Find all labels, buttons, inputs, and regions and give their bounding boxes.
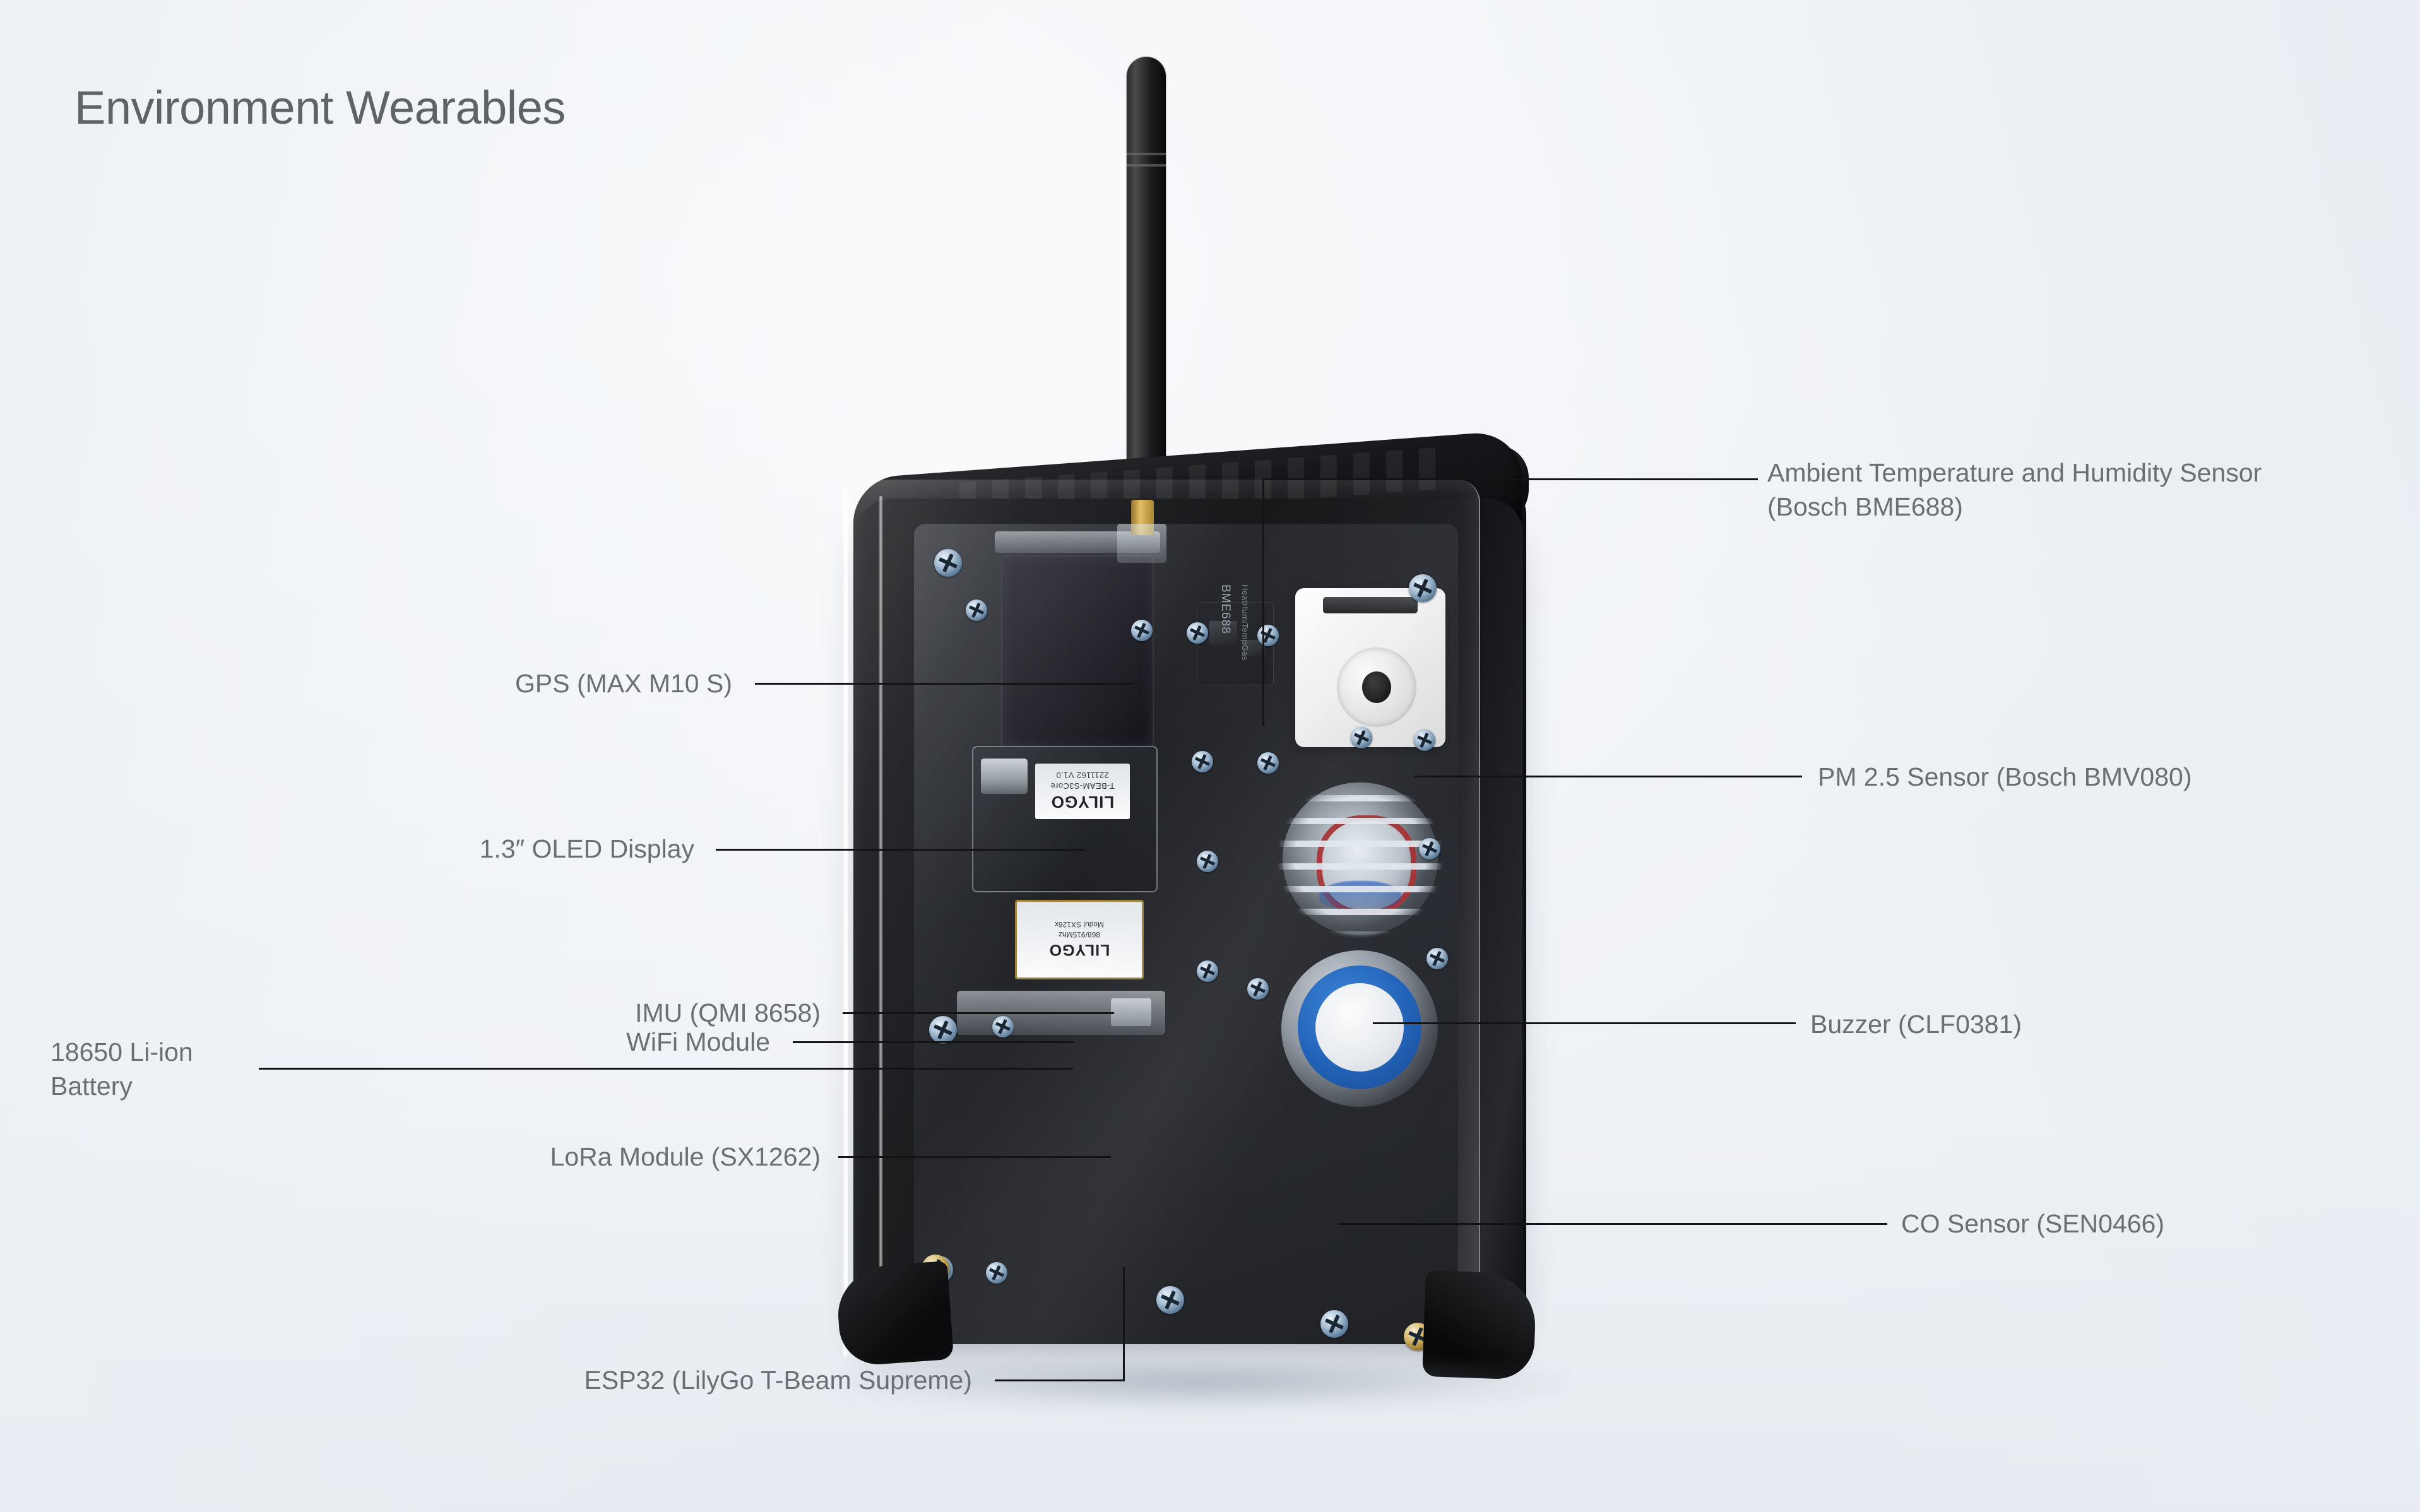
leader-battery xyxy=(259,1068,1073,1070)
leader-pm25 xyxy=(1414,776,1802,777)
usb-c-port xyxy=(981,759,1028,794)
screw-bottom-mid xyxy=(1156,1286,1184,1314)
screw-upper-mid-b xyxy=(1187,622,1208,644)
screw-bottom-left-b xyxy=(992,1016,1014,1037)
callout-label-bme688: Ambient Temperature and Humidity Sensor … xyxy=(1767,458,2262,522)
drop-shadow xyxy=(833,1363,1565,1412)
callout-label-wifi: WiFi Module xyxy=(626,1027,770,1056)
screw-mid-right-b xyxy=(1414,729,1435,751)
screw-bottom-left-inner xyxy=(929,1016,957,1044)
screw-mid-a xyxy=(1192,751,1213,772)
device-photo: LILYGO/915 0/915 BME688 HeatHumiTempGas xyxy=(833,44,1692,1426)
leader-gps xyxy=(755,683,1134,685)
leader-oled xyxy=(716,849,1085,851)
leader-bme688-horizontal xyxy=(1262,478,1758,480)
callout-label-esp32: ESP32 (LilyGo T-Beam Supreme) xyxy=(584,1366,973,1395)
screw-lower-right-b xyxy=(1426,948,1448,969)
antenna-ring-lower xyxy=(1127,164,1166,167)
screw-upper-left-inner xyxy=(966,599,987,621)
pm25-inlet-port xyxy=(1362,671,1391,703)
buzzer-assembly xyxy=(1278,780,1443,938)
antenna-ring-upper xyxy=(1127,153,1166,155)
callout-label-imu: IMU (QMI 8658) xyxy=(635,998,821,1027)
co-sensor-assembly xyxy=(1281,950,1438,1107)
leader-lora xyxy=(838,1156,1111,1158)
screw-lower-b xyxy=(1197,960,1218,982)
screw-top-right xyxy=(1409,574,1437,602)
leader-imu xyxy=(843,1012,1114,1014)
screw-mid-b xyxy=(1257,752,1279,774)
leader-esp32-horizontal xyxy=(995,1379,1125,1381)
oled-display xyxy=(1001,555,1154,747)
co-sensor-membrane xyxy=(1315,983,1404,1072)
screw-upper-mid-a xyxy=(1131,620,1153,641)
callout-label-pm25: PM 2.5 Sensor (Bosch BMV080) xyxy=(1818,762,2192,791)
sma-connector-base xyxy=(1117,524,1166,563)
callout-label-oled: 1.3″ OLED Display xyxy=(479,834,694,863)
screw-bottom-left-2 xyxy=(986,1262,1007,1284)
buzzer-grille-slats xyxy=(1278,780,1443,938)
leader-buzzer xyxy=(1373,1022,1796,1024)
acrylic-inner-edge xyxy=(879,496,883,1348)
leader-co xyxy=(1338,1223,1887,1225)
leader-wifi xyxy=(793,1041,1074,1043)
callout-label-lora: LoRa Module (SX1262) xyxy=(550,1142,821,1171)
leader-bme688-vertical xyxy=(1262,480,1264,726)
callout-label-co: CO Sensor (SEN0466) xyxy=(1901,1209,2165,1238)
page-title: Environment Wearables xyxy=(74,81,566,134)
screw-mid-right-a xyxy=(1351,727,1372,748)
callout-label-buzzer: Buzzer (CLF0381) xyxy=(1810,1010,2022,1039)
screw-lower-a xyxy=(1197,851,1218,872)
acrylic-front-panel xyxy=(846,480,1480,1363)
screw-upper-mid-c xyxy=(1257,625,1279,646)
callout-label-battery: 18650 Li-ion Battery xyxy=(50,1037,193,1101)
screw-lower-right xyxy=(1419,838,1440,859)
screw-lower-c xyxy=(1247,978,1269,1000)
pm25-mount-nuts xyxy=(1323,597,1418,613)
bme688-sensor-chip xyxy=(1209,621,1237,645)
screw-top-left xyxy=(934,549,962,577)
acrylic-left-edge xyxy=(842,486,848,1357)
micro-usb-port xyxy=(1111,998,1151,1026)
screw-bottom-mid-2 xyxy=(1320,1310,1348,1338)
callout-label-gps: GPS (MAX M10 S) xyxy=(514,669,732,698)
leader-esp32-vertical xyxy=(1123,1267,1125,1381)
